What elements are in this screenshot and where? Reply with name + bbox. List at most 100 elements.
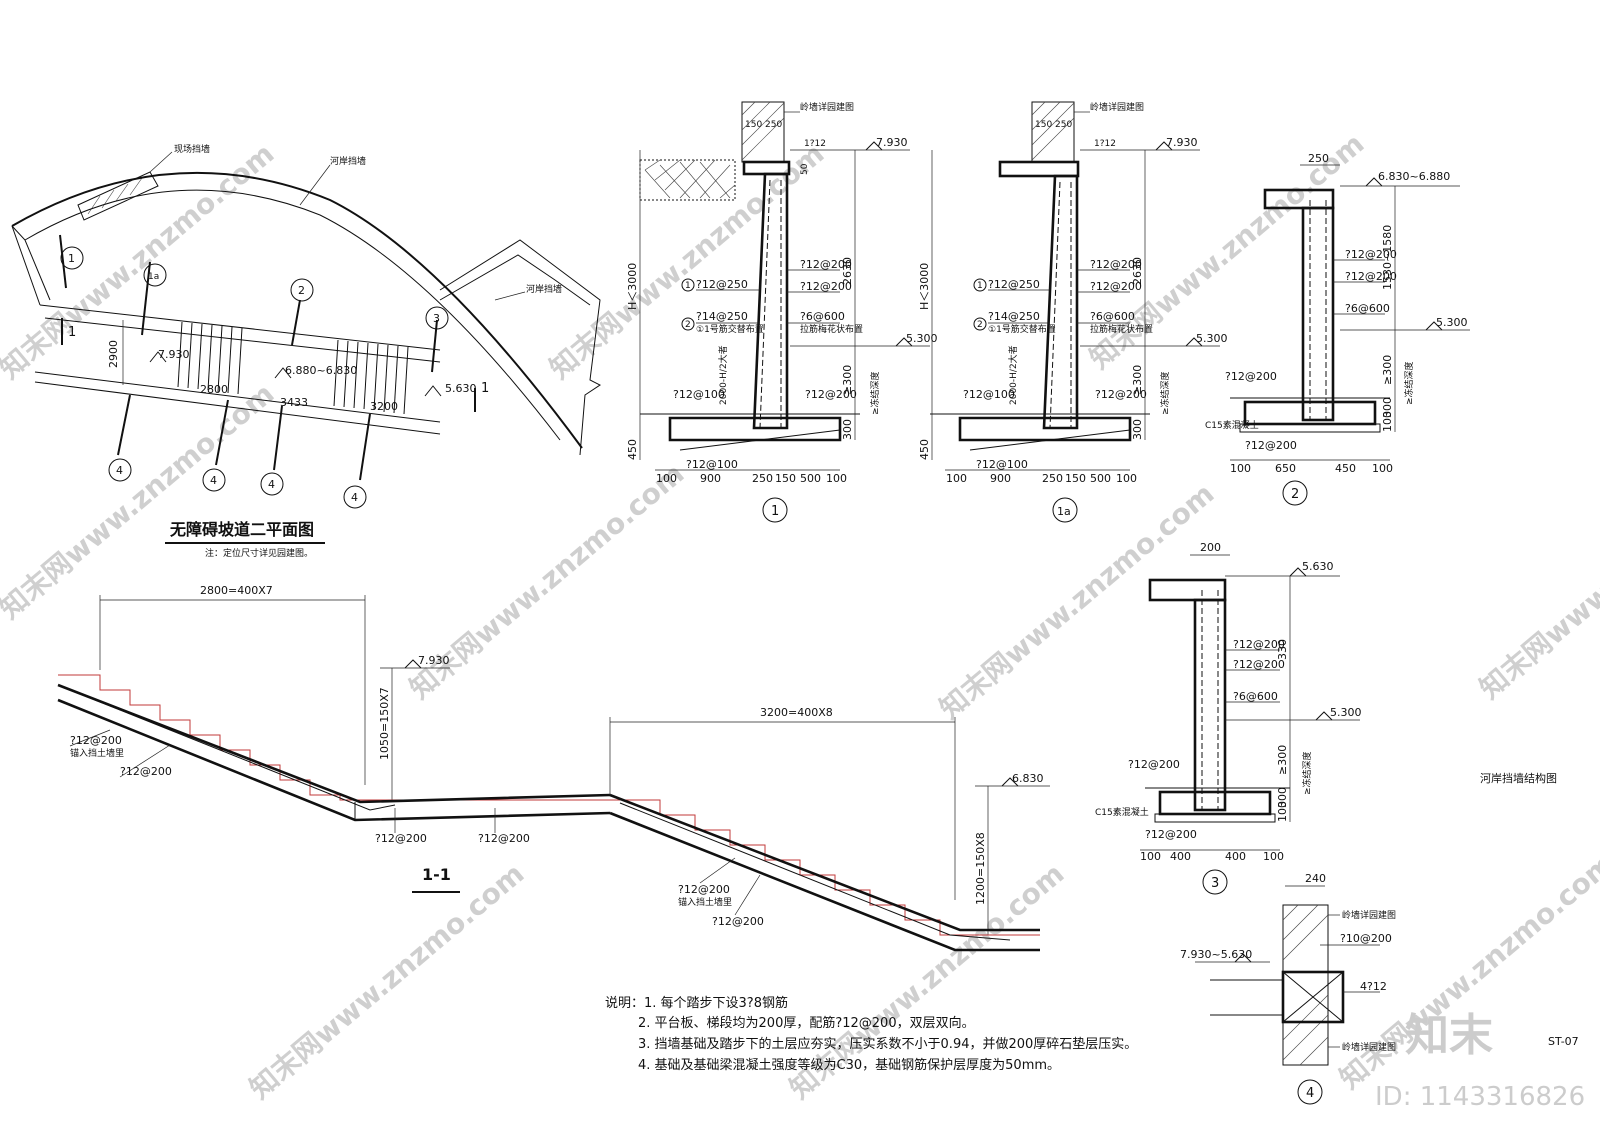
s11-level-top: 7.930 xyxy=(418,654,450,667)
note-2: 2. 平台板、梯段均为200厚，配筋?12@200，双层双向。 xyxy=(638,1015,975,1031)
s3-db2: 400 xyxy=(1225,850,1246,863)
marker-4b: 4 xyxy=(202,399,229,492)
s2-dim-top: 250 xyxy=(1308,152,1329,165)
s3-level-mid: 5.300 xyxy=(1330,706,1362,719)
s2-tag: 2 xyxy=(1291,487,1299,502)
s4-label-top: 岭墙详园建图 xyxy=(1342,909,1396,921)
plan-note: 注：定位尺寸详见园建图。 xyxy=(205,547,313,559)
s1-rebar2: ?14@250 xyxy=(696,310,748,323)
s1-db3: 150 xyxy=(775,472,796,485)
s11-rebar-f: ?12@200 xyxy=(712,915,764,928)
s1-db2: 250 xyxy=(752,472,773,485)
s1a-rebar2: ?14@250 xyxy=(988,310,1040,323)
s1-h2: 2000-H/2大者 xyxy=(717,345,729,405)
cut-mark-right: 1 xyxy=(481,381,489,396)
s1-depth: ≥冻结深度 xyxy=(869,371,881,415)
plan-dim-run2: 3200 xyxy=(370,400,398,413)
s4-dim-top: 240 xyxy=(1305,872,1326,885)
general-notes: 说明：1. 每个踏步下设3?8钢筋 2. 平台板、梯段均为200厚，配筋?12@… xyxy=(605,995,1137,1073)
marker-4a: 4 xyxy=(108,394,132,482)
s3-depth: ≥冻结深度 xyxy=(1301,751,1313,795)
s1-rebar-base-l: ?12@100 xyxy=(673,388,725,401)
watermark: 知末网www.znzmo.com xyxy=(1473,457,1600,705)
s4-level: 7.930~5.630 xyxy=(1180,948,1252,961)
s1a-rebar1: ?12@250 xyxy=(988,278,1040,291)
s1-rebar-bottom: ?12@100 xyxy=(686,458,738,471)
s3-dim-300b: 300 xyxy=(1276,787,1289,808)
s11-rebar-d: ?12@200 xyxy=(478,832,530,845)
s2-dim-v: 1530~1580 xyxy=(1381,225,1394,290)
s4-rebar-a: ?10@200 xyxy=(1340,932,1392,945)
s3-dim-330: 330 xyxy=(1276,639,1289,660)
svg-text:2: 2 xyxy=(977,320,983,330)
plan-level-left: 7.930 xyxy=(158,348,190,361)
curved-wall-inner xyxy=(24,189,561,441)
marker-1a: 1a xyxy=(141,261,167,336)
section-4: 240 7.930~5.630 岭墙详园建图 ?10@200 4?12 岭墙详园… xyxy=(1180,872,1396,1105)
cut-mark-left: 1 xyxy=(68,325,76,340)
s1a-rebar-r2: ?12@200 xyxy=(1090,280,1142,293)
s4-rebar-b: 4?12 xyxy=(1360,980,1387,993)
plan-level-mid: 6.880~6.830 xyxy=(285,364,357,377)
s1a-db3: 150 xyxy=(1065,472,1086,485)
wall-label-top: 河岸挡墙 xyxy=(330,155,366,167)
s1a-2630: 2630 xyxy=(1131,257,1144,285)
s1-level-mid: 5.300 xyxy=(906,332,938,345)
s2-dim-300: ≥300 xyxy=(1381,355,1394,385)
s2-rebar1: ?12@200 xyxy=(1345,248,1397,261)
s1a-h2: 2000-H/2大者 xyxy=(1007,345,1019,405)
s3-db3: 100 xyxy=(1263,850,1284,863)
s1a-rebar-base-r: ?12@200 xyxy=(1095,388,1147,401)
s1a-tag: 1a xyxy=(1057,505,1071,518)
s11-rebar-a-note: 锚入挡土墙里 xyxy=(70,747,124,759)
s1-db5: 100 xyxy=(826,472,847,485)
s2-db3: 100 xyxy=(1372,462,1393,475)
svg-text:1: 1 xyxy=(685,281,691,291)
s1a-db4: 500 xyxy=(1090,472,1111,485)
watermark: 知末网www.znzmo.com xyxy=(0,137,280,385)
s1a-db2: 250 xyxy=(1042,472,1063,485)
wall-label-right: 河岸挡墙 xyxy=(526,283,562,295)
s1a-db5: 100 xyxy=(1116,472,1137,485)
s1-db1: 900 xyxy=(700,472,721,485)
s2-level-top: 6.830~6.880 xyxy=(1378,170,1450,183)
s1-rebar2-note: ①1号筋交替布置 xyxy=(696,323,764,335)
svg-text:4: 4 xyxy=(351,491,358,504)
s3-rebar3: ?6@600 xyxy=(1233,690,1278,703)
s1a-h: H＜3000 xyxy=(918,263,931,310)
retaining-wall-title: 河岸挡墙结构图 xyxy=(1480,771,1557,785)
s4-label-bottom: 岭墙详园建图 xyxy=(1342,1041,1396,1053)
s11-rebar-e-note: 锚入挡土墙里 xyxy=(678,896,732,908)
s2-depth: ≥冻结深度 xyxy=(1403,361,1415,405)
section-1a: 岭墙详园建图 150 250 1?12 7.930 5.300 H＜3000 4… xyxy=(918,101,1228,523)
plan-stair-lines-1 xyxy=(177,321,243,395)
plan-view: 现场挡墙 河岸挡墙 河岸挡墙 290 xyxy=(11,143,601,559)
marker-3: 3 xyxy=(425,306,449,373)
s1-d50: 50 xyxy=(800,163,810,175)
s3-rebar1: ?12@200 xyxy=(1233,638,1285,651)
s1a-db1: 900 xyxy=(990,472,1011,485)
s1-level-top: 7.930 xyxy=(876,136,908,149)
s1a-dim-150: 150 xyxy=(1035,120,1052,130)
s3-db0: 100 xyxy=(1140,850,1161,863)
svg-text:4: 4 xyxy=(116,464,123,477)
marker-4d: 4 xyxy=(343,413,371,509)
s1-rebar-r3-note: 拉筋梅花状布置 xyxy=(800,323,863,335)
s1-top-label: 岭墙详园建图 xyxy=(800,101,854,113)
s1-h: H＜3000 xyxy=(626,263,639,310)
s1-rebar-top: 1?12 xyxy=(804,139,826,149)
marker-1: 1 xyxy=(59,234,84,289)
s1a-top-label: 岭墙详园建图 xyxy=(1090,101,1144,113)
plan-stair-lines-2 xyxy=(333,339,409,415)
s1-2630: 2630 xyxy=(841,257,854,285)
section-2: 250 6.830~6.880 5.300 1530~1580 ≥300 100… xyxy=(1205,152,1470,506)
svg-text:1: 1 xyxy=(977,281,983,291)
s1-300b: 300 xyxy=(841,419,854,440)
s11-rebar-a: ?12@200 xyxy=(70,734,122,747)
s1-db0: 100 xyxy=(656,472,677,485)
s2-db2: 450 xyxy=(1335,462,1356,475)
s1-db4: 500 xyxy=(800,472,821,485)
s2-db0: 100 xyxy=(1230,462,1251,475)
s11-dim-rise2: 1200=150X8 xyxy=(974,832,987,905)
